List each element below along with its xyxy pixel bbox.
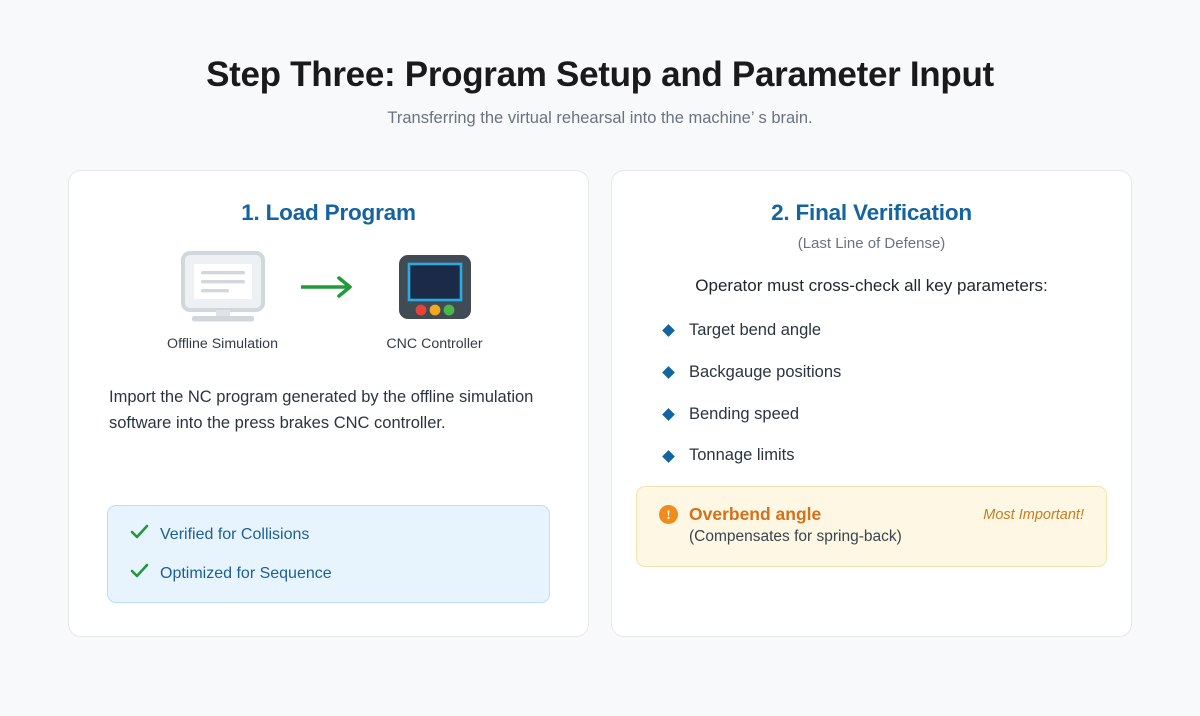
card-left-body: Import the NC program generated by the o…: [109, 388, 534, 433]
info-item-label: Verified for Collisions: [160, 525, 310, 543]
diagram-node-offline-simulation: Offline Simulation: [148, 248, 298, 352]
list-item-label: Bending speed: [689, 404, 800, 423]
info-item-optimized-sequence: Optimized for Sequence: [130, 563, 527, 583]
load-program-diagram: Offline Simulation: [69, 248, 588, 352]
list-item-label: Backgauge positions: [689, 362, 842, 381]
page-title: Step Three: Program Setup and Parameter …: [206, 55, 994, 94]
page-header: Step Three: Program Setup and Parameter …: [0, 0, 1200, 130]
list-item: Tonnage limits: [662, 446, 1131, 466]
arrow-right-icon: [298, 248, 360, 326]
cards-row: 1. Load Program Offline Simulation: [68, 170, 1132, 637]
exclamation-circle-icon: !: [659, 505, 678, 524]
verification-info-box: Verified for Collisions Optimized for Se…: [107, 505, 550, 604]
monitor-icon: [148, 248, 298, 326]
warning-subtitle: (Compensates for spring-back): [689, 528, 902, 545]
diamond-bullet-icon: [662, 408, 675, 421]
info-item-label: Optimized for Sequence: [160, 564, 332, 582]
info-item-verified-collisions: Verified for Collisions: [130, 524, 527, 544]
list-item-label: Target bend angle: [689, 321, 822, 339]
check-icon: [130, 524, 149, 544]
diamond-bullet-icon: [662, 366, 675, 380]
list-item: Backgauge positions: [662, 362, 1131, 383]
card-final-verification: 2. Final Verification (Last Line of Defe…: [611, 170, 1132, 637]
overbend-warning-box: ! Overbend angle Most Important! (Compen…: [636, 486, 1107, 567]
check-icon: [130, 563, 149, 583]
page-subtitle: Transferring the virtual rehearsal into …: [387, 109, 813, 128]
card-right-subtitle: (Last Line of Defense): [797, 235, 946, 252]
parameters-list: Target bend angle Backgauge positions Be…: [612, 321, 1131, 466]
warning-header-row: ! Overbend angle Most Important!: [659, 504, 1084, 525]
list-item-label: Tonnage limits: [689, 446, 795, 465]
diamond-bullet-icon: [662, 449, 675, 463]
card-left-title: 1. Load Program: [241, 200, 416, 225]
cross-check-intro: Operator must cross-check all key parame…: [695, 276, 1048, 295]
warning-importance-badge: Most Important!: [983, 506, 1084, 523]
list-item: Target bend angle: [662, 321, 1131, 341]
warning-title: Overbend angle: [689, 504, 822, 524]
card-load-program: 1. Load Program Offline Simulation: [68, 170, 589, 637]
cnc-controller-icon: [360, 248, 510, 326]
diagram-label-cnc-controller: CNC Controller: [386, 336, 483, 352]
card-right-title: 2. Final Verification: [771, 200, 972, 225]
list-item: Bending speed: [662, 404, 1131, 425]
diagram-label-offline-simulation: Offline Simulation: [167, 336, 278, 352]
diamond-bullet-icon: [662, 324, 675, 338]
diagram-node-cnc-controller: CNC Controller: [360, 248, 510, 352]
